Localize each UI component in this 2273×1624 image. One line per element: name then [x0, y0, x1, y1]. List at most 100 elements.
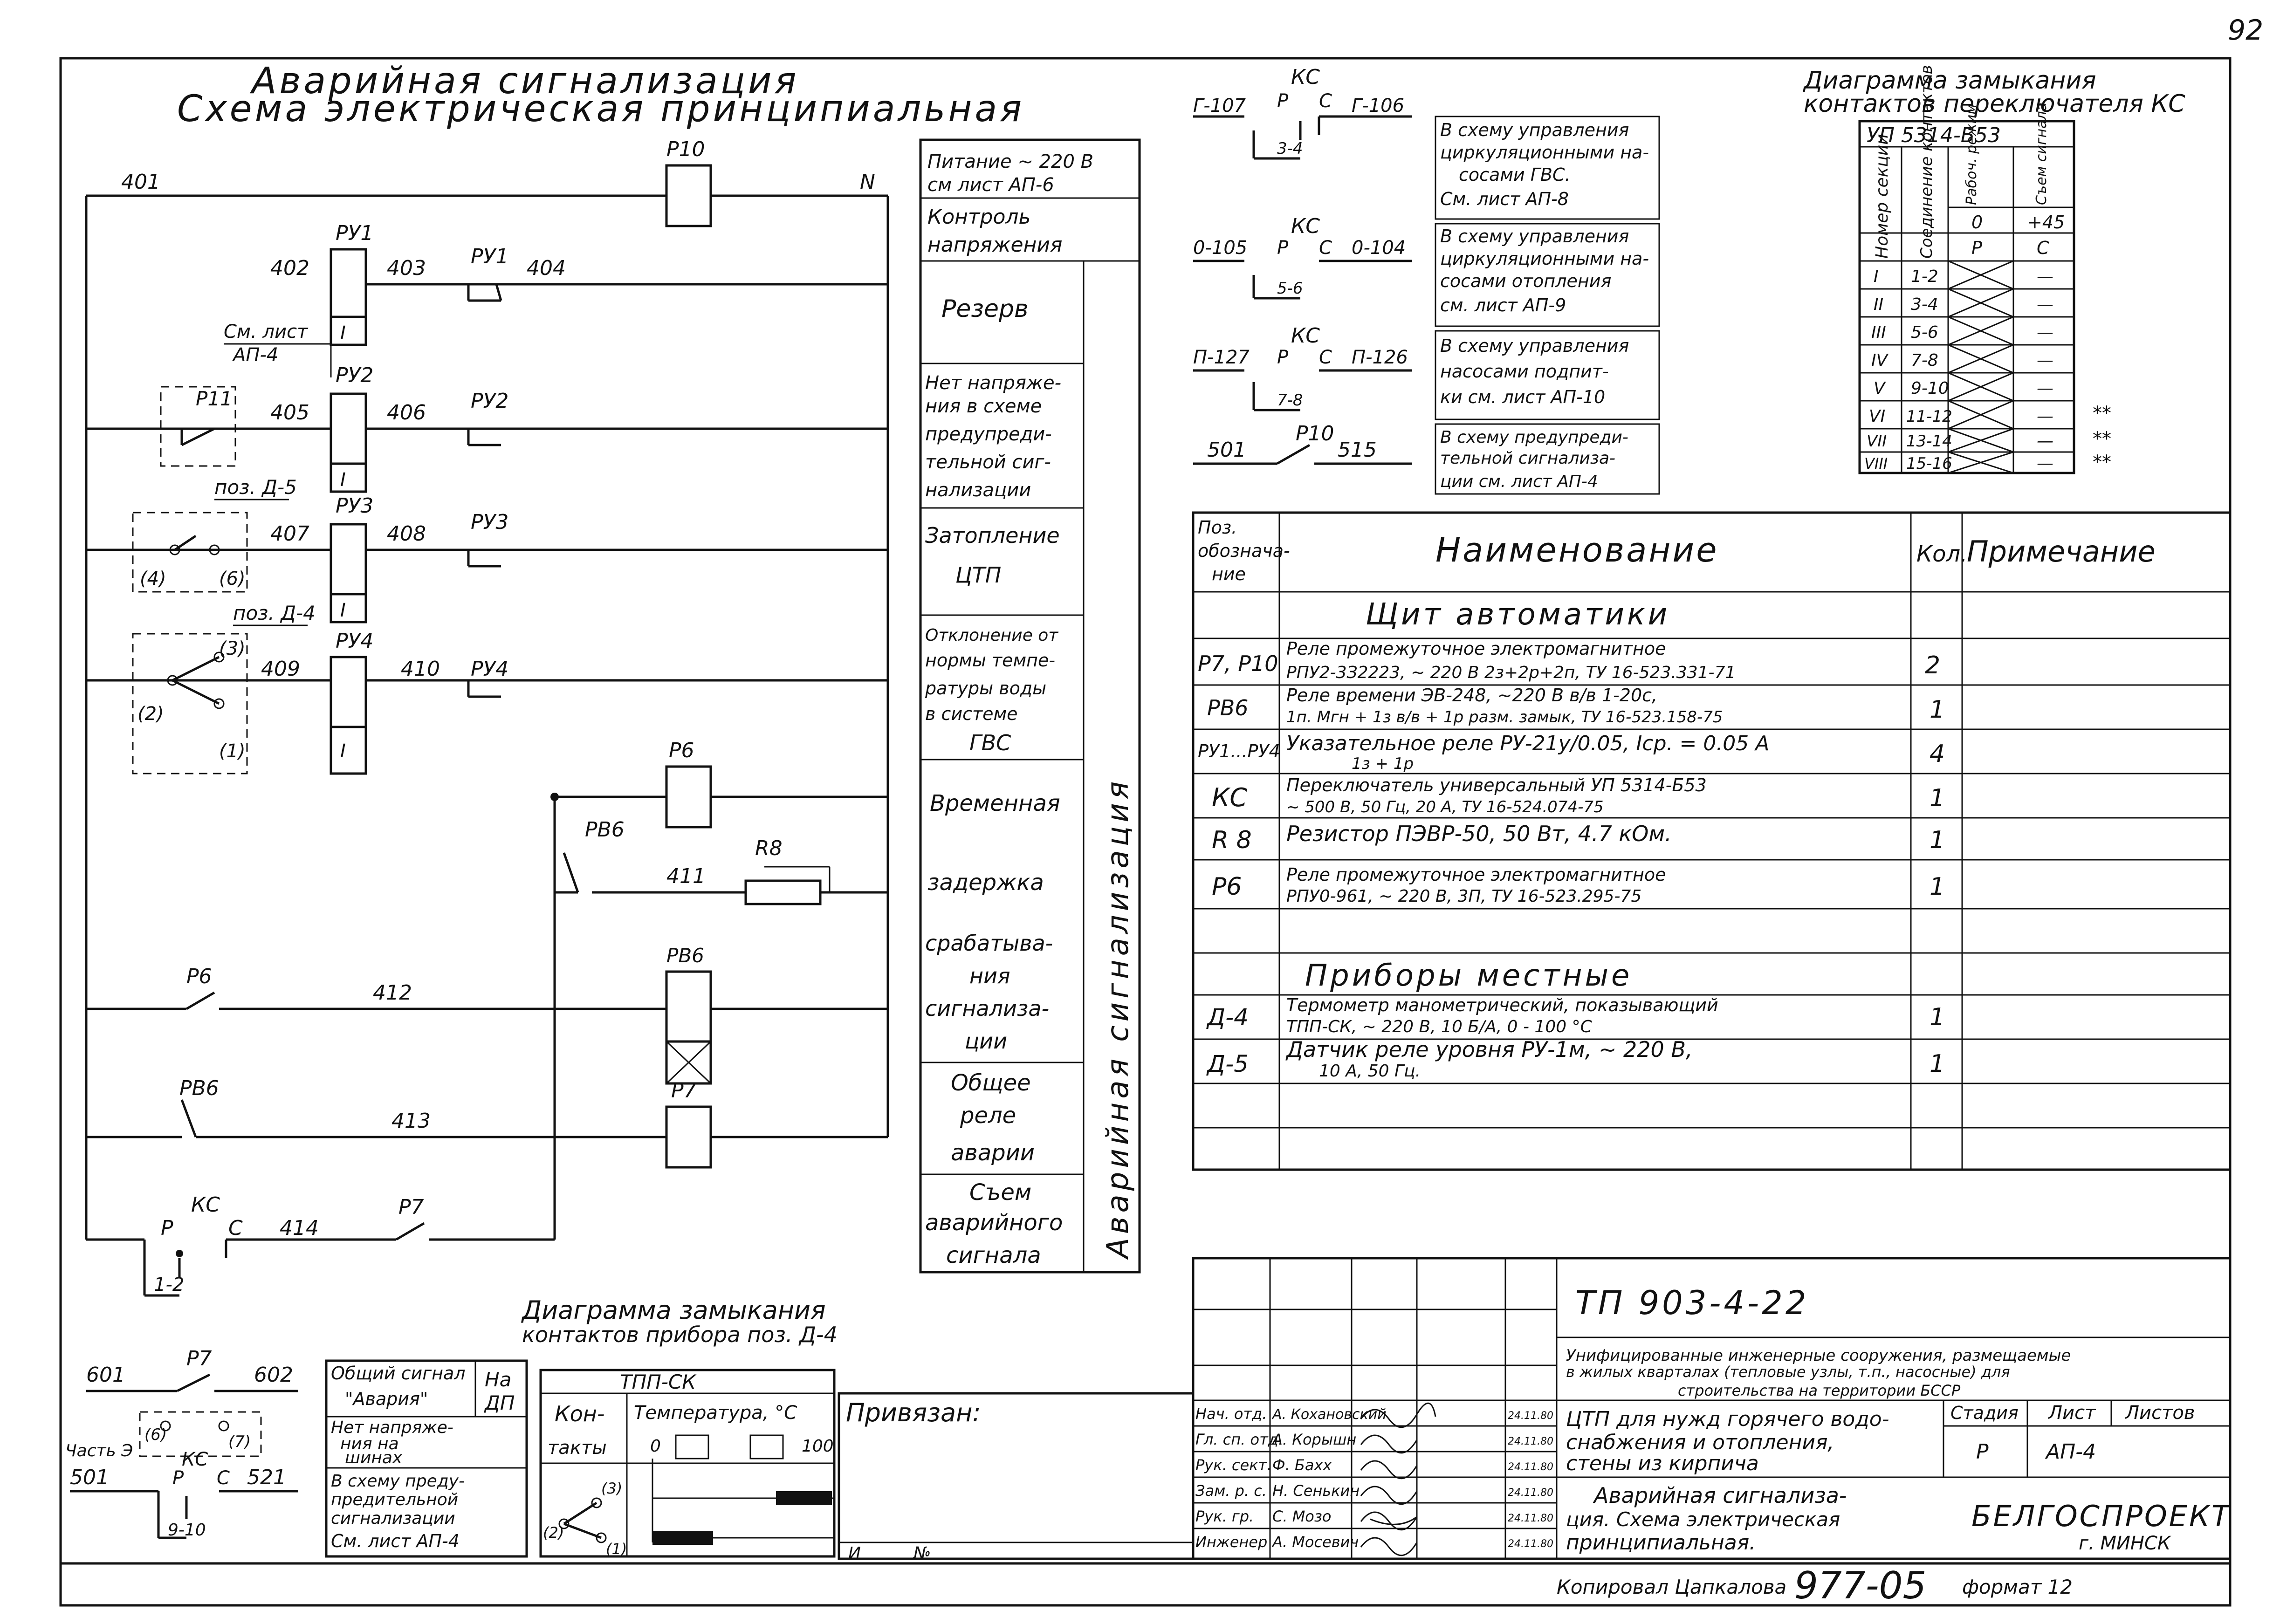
svg-text:24.11.80: 24.11.80 [1508, 1487, 1553, 1499]
svg-text:(2): (2) [543, 1524, 564, 1542]
svg-text:602: 602 [254, 1363, 293, 1387]
svg-text:1-2: 1-2 [1911, 267, 1938, 286]
svg-text:1-2: 1-2 [154, 1274, 184, 1295]
svg-text:Р7: Р7 [398, 1195, 424, 1219]
svg-text:408: 408 [387, 522, 426, 546]
signature-2 [1360, 1434, 1418, 1454]
svg-text:ТПП-СК, ~ 220 В, 10 Б/А, 0 - 1: ТПП-СК, ~ 220 В, 10 Б/А, 0 - 100 °С [1286, 1017, 1593, 1036]
svg-text:Н. Сенькин: Н. Сенькин [1272, 1482, 1360, 1500]
svg-text:тельной сиг-: тельной сиг- [925, 452, 1051, 473]
svg-text:КС: КС [1212, 783, 1247, 812]
svg-text:Резерв: Резерв [941, 295, 1029, 323]
svg-text:С: С [217, 1467, 230, 1489]
drawing-number: 977-05 [1794, 1564, 1926, 1607]
svg-text:АП-4: АП-4 [2045, 1440, 2096, 1464]
svg-text:Датчик реле уровня РУ-1м, ~: Датчик реле уровня РУ-1м, ~ 220 В, [1285, 1037, 1693, 1062]
svg-text:**: ** [2093, 452, 2111, 473]
resistor-r8 [744, 879, 822, 905]
svg-text:Кол.: Кол. [1916, 541, 1967, 567]
svg-text:VIII: VIII [1864, 455, 1888, 473]
svg-text:шинах: шинах [345, 1448, 403, 1467]
signature-5 [1360, 1511, 1418, 1531]
svg-text:404: 404 [527, 256, 566, 280]
svg-text:1: 1 [1930, 873, 1945, 901]
label-py1: РУ1 [336, 221, 373, 245]
svg-text:(6): (6) [219, 568, 246, 589]
svg-text:—: — [2037, 351, 2053, 370]
svg-text:предительной: предительной [331, 1490, 458, 1509]
svg-text:РВ6: РВ6 [666, 944, 704, 967]
svg-text:1: 1 [1930, 1003, 1945, 1031]
signature-1 [1360, 1402, 1436, 1428]
svg-text:VI: VI [1869, 407, 1885, 426]
svg-text:Указательное реле РУ-21у/0.05,: Указательное реле РУ-21у/0.05, Iср. = 0.… [1286, 732, 1769, 755]
svg-text:I: I [1874, 267, 1879, 286]
svg-text:С: С [228, 1216, 243, 1240]
svg-text:циркуляционными на-: циркуляционными на- [1440, 142, 1649, 163]
svg-text:г. МИНСК: г. МИНСК [2079, 1533, 2171, 1554]
title-line-1: Аварийная сигнализация [249, 60, 799, 102]
svg-text:407: 407 [270, 522, 309, 546]
svg-text:15-16: 15-16 [1906, 454, 1952, 473]
svg-text:Гл. сп. отд.: Гл. сп. отд. [1195, 1431, 1283, 1448]
svg-text:Р: Р [1976, 1440, 1989, 1464]
svg-text:Р6: Р6 [186, 965, 212, 988]
specification-table: Поз. обознача- ние Наименование Кол. При… [1192, 511, 2232, 1171]
svg-text:R8: R8 [755, 836, 783, 860]
svg-text:Резистор ПЭВР-50, 50 Вт, 4.7 к: Резистор ПЭВР-50, 50 Вт, 4.7 кОм. [1286, 821, 1672, 846]
svg-text:А. Мосевич: А. Мосевич [1271, 1533, 1359, 1551]
svg-text:III: III [1871, 323, 1886, 342]
svg-text:См. лист АП-8: См. лист АП-8 [1440, 189, 1569, 209]
svg-text:Инженер: Инженер [1195, 1533, 1267, 1551]
svg-text:ния в схеме: ния в схеме [925, 396, 1042, 417]
svg-text:П-126: П-126 [1352, 347, 1408, 368]
svg-text:Общее: Общее [951, 1070, 1031, 1096]
svg-text:—: — [2037, 407, 2053, 426]
svg-text:Реле промежуточное электромагн: Реле промежуточное электромагнитное [1286, 638, 1666, 659]
svg-text:2: 2 [1925, 651, 1940, 679]
wire-401: 401 [121, 170, 160, 194]
svg-text:II: II [1874, 295, 1883, 314]
svg-text:КС: КС [1291, 65, 1320, 89]
svg-text:Нет напряже-: Нет напряже- [925, 372, 1061, 394]
label-py3: РУ3 [336, 494, 373, 518]
svg-text:1: 1 [1930, 1050, 1945, 1078]
svg-text:Часть Э: Часть Э [65, 1441, 133, 1460]
svg-text:срабатыва-: срабатыва- [925, 931, 1053, 956]
svg-text:0-105: 0-105 [1193, 237, 1247, 259]
svg-text:501: 501 [1207, 438, 1246, 462]
svg-text:Температура, °С: Температура, °С [634, 1402, 797, 1424]
svg-text:ЦТП для нужд горячего водо-: ЦТП для нужд горячего водо- [1566, 1407, 1889, 1431]
svg-text:В схему предупреди-: В схему предупреди- [1440, 428, 1628, 447]
svg-text:нализации: нализации [925, 480, 1031, 501]
svg-text:задержка: задержка [927, 870, 1044, 896]
svg-text:такты: такты [548, 1437, 607, 1459]
svg-text:0: 0 [650, 1437, 661, 1456]
svg-text:Аварийная сигнализа-: Аварийная сигнализа- [1593, 1483, 1847, 1508]
svg-text:402: 402 [270, 256, 309, 280]
svg-text:412: 412 [373, 981, 412, 1005]
svg-text:(2): (2) [137, 703, 164, 725]
svg-text:ТП 903-4-22: ТП 903-4-22 [1575, 1284, 1809, 1322]
function-column: Питание ~ 220 В см лист АП-6 Контроль на… [919, 138, 1141, 1274]
svg-text:Р6: Р6 [669, 739, 694, 762]
svg-text:предупреди-: предупреди- [925, 424, 1052, 445]
relay-pb6-coil [665, 970, 712, 1043]
svg-text:ция. Схема электрическая: ция. Схема электрическая [1566, 1508, 1840, 1531]
svg-text:413: 413 [391, 1109, 431, 1133]
svg-text:см лист АП-6: см лист АП-6 [927, 174, 1054, 196]
svg-text:Термометр манометрический, пок: Термометр манометрический, показывающий [1286, 995, 1718, 1015]
svg-text:С. Мозо: С. Мозо [1272, 1508, 1331, 1525]
title-line-2: Схема электрическая принципиальная [177, 88, 1024, 130]
svg-text:Отклонение от: Отклонение от [925, 626, 1058, 645]
remote-d5-box [132, 512, 248, 593]
svg-text:24.11.80: 24.11.80 [1508, 1461, 1553, 1473]
svg-text:Р11: Р11 [196, 387, 233, 410]
svg-text:501: 501 [70, 1466, 109, 1489]
svg-text:С: С [1319, 237, 1332, 259]
svg-text:—: — [2037, 295, 2053, 314]
svg-text:Р10: Р10 [1296, 422, 1334, 445]
svg-text:КС: КС [182, 1449, 208, 1470]
svg-text:7-8: 7-8 [1911, 351, 1938, 370]
svg-text:ние: ние [1212, 564, 1246, 584]
